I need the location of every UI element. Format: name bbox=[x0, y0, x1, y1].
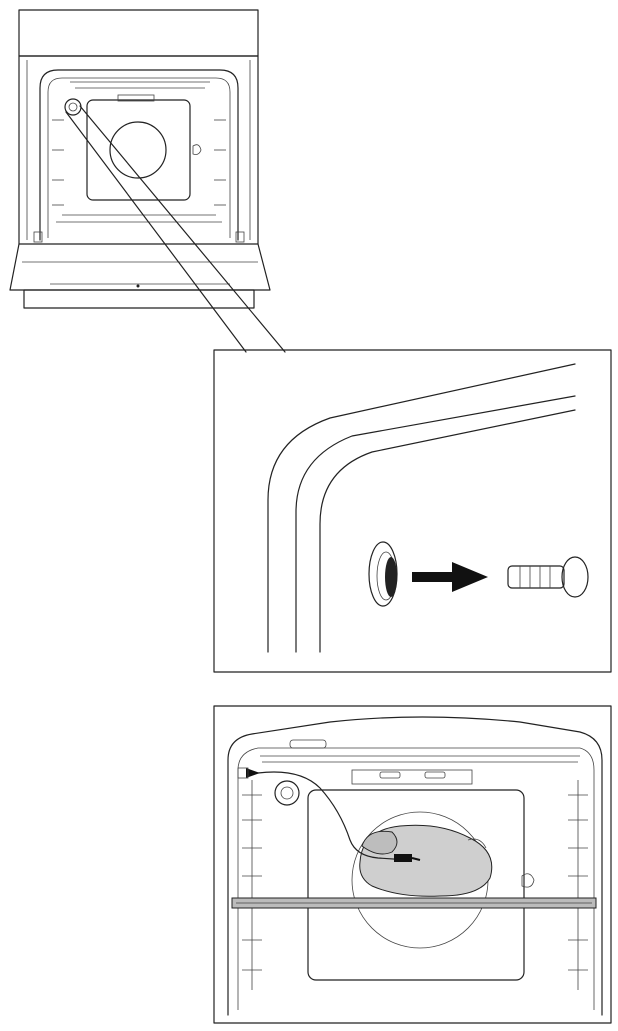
socket-opening-icon bbox=[368, 541, 398, 607]
oven-back-panel bbox=[86, 99, 191, 201]
lamp-icon bbox=[521, 873, 535, 888]
oven-body bbox=[18, 55, 259, 245]
meat-probe-icon bbox=[237, 767, 421, 862]
lamp-icon bbox=[192, 144, 202, 155]
oven-overview bbox=[9, 9, 271, 309]
oven-back-panel-probe-view bbox=[307, 789, 525, 981]
oven-cavity bbox=[39, 69, 239, 241]
fan-cover-icon bbox=[109, 121, 167, 179]
shelf-runners-right bbox=[568, 780, 588, 990]
probe-view-panel bbox=[213, 705, 612, 1024]
remove-direction-arrow-icon bbox=[412, 562, 488, 592]
zoom-detail-panel bbox=[213, 349, 612, 673]
oven-shelf bbox=[231, 897, 597, 909]
shelf-runners-right bbox=[214, 119, 226, 206]
zoom-callout bbox=[65, 105, 286, 353]
shelf-runners-left bbox=[242, 780, 262, 990]
probe-socket-icon bbox=[274, 780, 300, 806]
probe-cable bbox=[257, 771, 409, 861]
shelf-runners-left bbox=[52, 119, 64, 206]
chicken-icon bbox=[359, 824, 493, 897]
probe-socket-icon bbox=[64, 98, 82, 116]
socket-cover-plug-icon bbox=[507, 556, 589, 598]
oven-control-panel bbox=[18, 9, 259, 57]
oven-door-open bbox=[9, 243, 271, 291]
oven-cavity-probe-view bbox=[227, 716, 603, 1016]
